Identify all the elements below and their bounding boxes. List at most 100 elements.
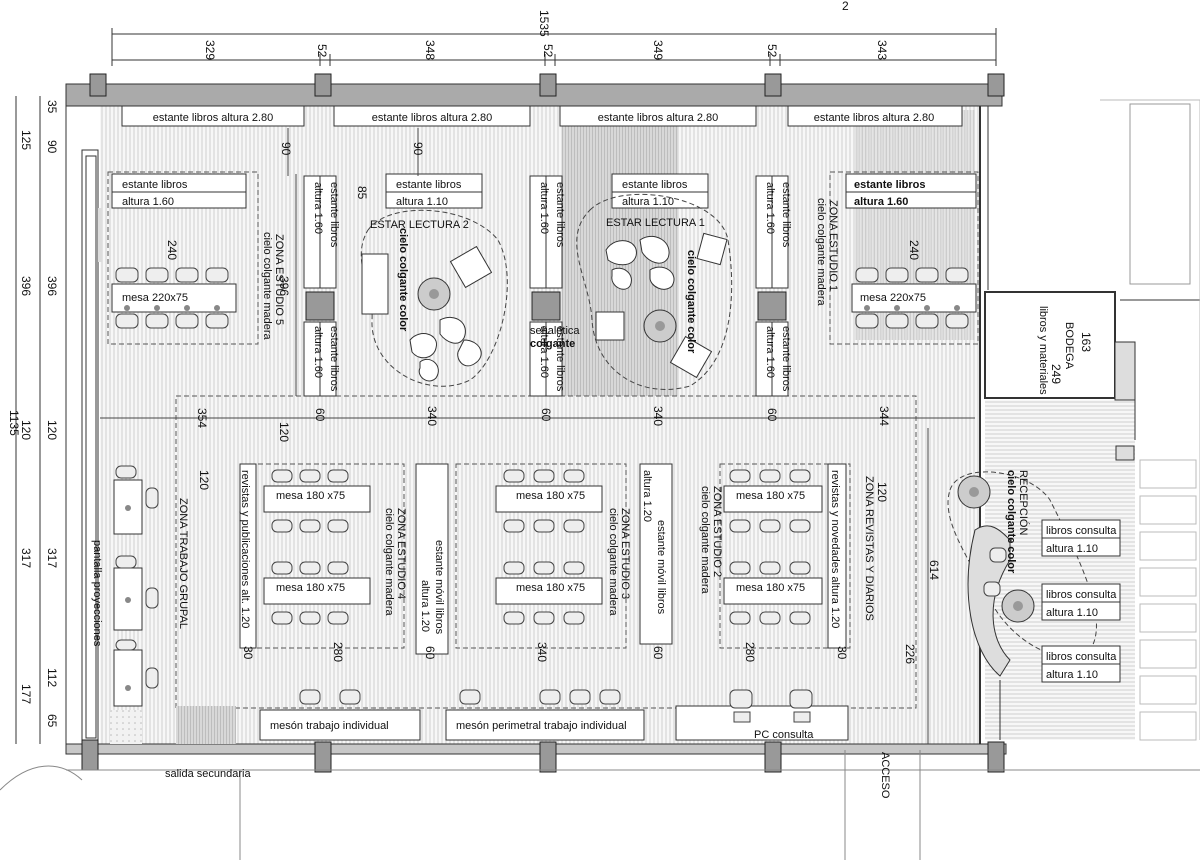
dim-left-125: 125 (19, 130, 33, 150)
reference-shelves (1041, 519, 1121, 683)
mobile-shelf-2-b: altura 1.20 (641, 470, 653, 522)
group-work-label: ZONA TRABAJO GRUPAL (177, 498, 189, 629)
dim-90a: 90 (279, 142, 293, 156)
dim-top-6: 52 (765, 44, 779, 58)
dim-left-35: 35 (45, 100, 59, 114)
dim-240a: 240 (165, 240, 179, 260)
vshelf-6-b: altura 1.60 (764, 326, 776, 378)
dim-340b: 340 (651, 406, 665, 426)
dim-396: 396 (277, 276, 291, 296)
secondary-exit: salida secundaria (165, 768, 251, 780)
vshelf-6-a: estante libros (780, 326, 792, 392)
dim-left-396a: 396 (19, 276, 33, 296)
group-work-tables (110, 465, 159, 744)
dim-top-4: 52 (541, 44, 555, 58)
dim-163: 163 (1079, 332, 1093, 352)
reception-ceiling: cielo colgante color (1005, 470, 1017, 574)
shelf-box-1-line2: altura 1.60 (122, 196, 174, 208)
zone-4-label: ZONA ESTUDIO 4 (395, 508, 407, 599)
vshelf-3-b: altura 1.60 (538, 182, 550, 234)
dim-left-317a: 317 (19, 548, 33, 568)
columns (81, 73, 1005, 773)
dim-top-5: 349 (651, 40, 665, 60)
mobile-shelf-1-b: altura 1.20 (419, 580, 431, 632)
zone-1-ceiling: cielo colgante madera (815, 198, 827, 307)
ref-shelf-1-b: altura 1.10 (1046, 543, 1098, 555)
dim-249: 249 (1049, 364, 1063, 384)
dim-120a: 120 (277, 422, 291, 442)
dim-note: 2 (842, 0, 849, 13)
vshelf-2-b: altura 1.60 (312, 326, 324, 378)
top-shelves (121, 105, 963, 127)
shelf-box-3-line2: altura 1.10 (622, 196, 674, 208)
dim-60c: 60 (765, 408, 779, 422)
table-180-3: mesa 180 x75 (516, 490, 585, 502)
inner-dimension-lines (100, 128, 975, 744)
storage-room-floor (985, 295, 1115, 400)
shelf-box-1-line1: estante libros (122, 179, 188, 191)
magazines-zone-label: ZONA REVISTAS Y DIARIOS (863, 476, 875, 621)
table-180-2: mesa 180 x75 (276, 582, 345, 594)
shelf-box-4-line1: estante libros (854, 179, 926, 191)
vertical-shelves (303, 175, 789, 397)
lounge-1-label: ESTAR LECTURA 1 (606, 217, 705, 229)
dim-90b: 90 (411, 142, 425, 156)
zone-3-label: ZONA ESTUDIO 3 (619, 508, 631, 599)
dim-60b: 60 (539, 408, 553, 422)
table-180-4: mesa 180 x75 (516, 582, 585, 594)
vshelf-4-b: altura 1.60 (538, 326, 550, 378)
dim-280a: 280 (331, 642, 345, 662)
shelf-top-1: estante libros altura 2.80 (153, 112, 273, 124)
storage-room (984, 99, 1200, 740)
dim-left-112: 112 (45, 668, 59, 687)
shelf-top-2: estante libros altura 2.80 (372, 112, 492, 124)
bottom-wall (65, 743, 1007, 755)
dim-240b: 240 (907, 240, 921, 260)
dim-60d: 60 (423, 646, 437, 660)
dim-226: 226 (903, 644, 917, 664)
signage-label-2: colgante (530, 338, 575, 350)
dim-120c: 120 (875, 482, 889, 502)
vshelf-5-a: estante libros (780, 182, 792, 248)
dim-total-height: 1135 (7, 410, 21, 436)
shelf-top-3: estante libros altura 2.80 (598, 112, 718, 124)
vshelf-4-a: estante libros (554, 326, 566, 392)
reading-lounge-1 (576, 193, 733, 390)
mobile-shelf-1-a: estante móvil libros (433, 540, 445, 635)
dim-top-1: 329 (203, 40, 217, 60)
dim-354: 354 (195, 408, 209, 428)
ref-shelf-3-a: libros consulta (1046, 651, 1117, 663)
table-220-right: mesa 220x75 (860, 292, 926, 304)
dim-280b: 280 (743, 642, 757, 662)
zone-2-ceiling: cielo colgante madera (699, 486, 711, 595)
vshelf-1-b: altura 1.60 (312, 182, 324, 234)
table-220-left: mesa 220x75 (122, 292, 188, 304)
counters (259, 705, 849, 741)
dim-left-90: 90 (45, 140, 59, 154)
dim-340a: 340 (425, 406, 439, 426)
storage-room-label: BODEGA (1063, 322, 1075, 370)
dim-85: 85 (355, 186, 369, 200)
dim-left-65: 65 (45, 714, 59, 728)
shelf-box-2-line1: estante libros (396, 179, 462, 191)
dim-120b: 120 (197, 470, 211, 490)
dim-top-7: 343 (875, 40, 889, 60)
magazines-publications: revistas y publicaciones alt. 1.20 (239, 470, 251, 628)
ref-shelf-2-a: libros consulta (1046, 589, 1117, 601)
dim-total-width: 1535 (537, 10, 551, 37)
shelf-box-4-line2: altura 1.60 (854, 196, 908, 208)
table-180-1: mesa 180 x75 (276, 490, 345, 502)
individual-counter: mesón trabajo individual (270, 720, 389, 732)
dim-344: 344 (877, 406, 891, 426)
shelf-box-2-line2: altura 1.10 (396, 196, 448, 208)
dim-left-120a: 120 (19, 420, 33, 440)
exterior-chairs (1139, 459, 1197, 741)
vshelf-2-a: estante libros (328, 326, 340, 392)
table-180-6: mesa 180 x75 (736, 582, 805, 594)
study-tables-top (111, 267, 977, 329)
signage-label: señalética (530, 325, 580, 337)
shelf-top-4: estante libros altura 2.80 (814, 112, 934, 124)
mobile-shelf-2-a: estante móvil libros (655, 520, 667, 615)
